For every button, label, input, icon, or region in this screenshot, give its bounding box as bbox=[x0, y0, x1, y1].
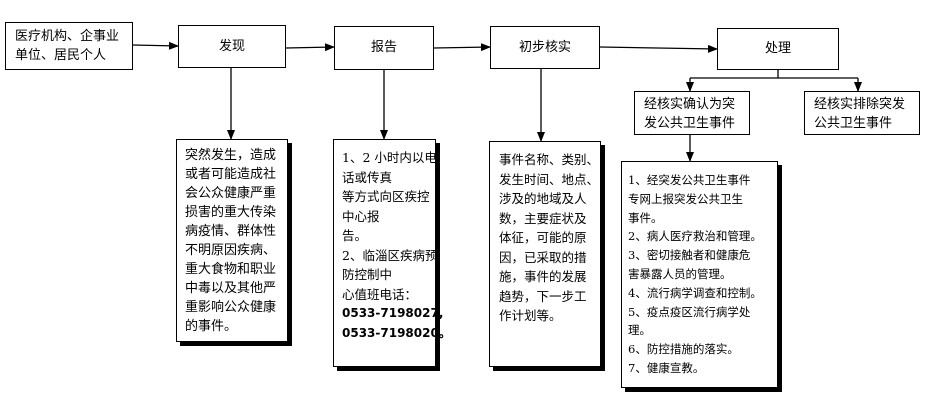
detail-discover: 突然发生，造成 或者可能造成社 会公众健康严重 损害的重大传染 病疫情、群体性 … bbox=[176, 139, 288, 342]
arrow-source-to-discover bbox=[132, 41, 179, 50]
node-confirmed: 经核实确认为突 发公共卫生事件 bbox=[634, 91, 750, 135]
detail-report-line-2: 话或传真 bbox=[342, 169, 393, 185]
detail-verify-line-8: 趋势，下一步工 bbox=[499, 288, 587, 304]
detail-discover-line-6: 不明原因疾病、 bbox=[185, 243, 277, 258]
node-excluded-line-2: 公共卫生事件 bbox=[814, 116, 893, 131]
detail-verify-line-7: 施，事件的发展 bbox=[499, 269, 587, 284]
detail-report-line-1: 1、2 小时内以电 bbox=[342, 150, 437, 165]
detail-verify-line-9: 作计划等。 bbox=[499, 308, 562, 323]
detail-handle-line-5: 3、密切接触者和健康危 bbox=[628, 248, 751, 263]
detail-verify-line-1: 事件名称、类别、 bbox=[499, 152, 600, 167]
detail-report: 1、2 小时内以电 话或传真 等方式向区疾控 中心报 告。 2、临淄区疾病预 防… bbox=[333, 139, 451, 367]
detail-report-line-5: 告。 bbox=[342, 228, 368, 243]
node-confirmed-line-2: 发公共卫生事件 bbox=[644, 116, 736, 131]
detail-report-phone-1: 0533-7198027, bbox=[342, 306, 444, 320]
node-source: 医疗机构、企事业 单位、居民个人 bbox=[5, 22, 133, 70]
detail-handle-line-3: 事件。 bbox=[628, 210, 663, 225]
detail-verify-line-4: 数，主要症状及 bbox=[499, 210, 587, 226]
detail-discover-line-2: 或者可能造成社 bbox=[185, 167, 277, 182]
arrow-discover-to-report bbox=[285, 43, 335, 52]
node-excluded-line-1: 经核实排除突发 bbox=[814, 97, 906, 112]
detail-report-line-6: 2、临淄区疾病预 bbox=[342, 247, 438, 263]
detail-handle-line-10: 6、防控措施的落实。 bbox=[628, 342, 739, 357]
detail-handle-line-4: 2、病人医疗救治和管理。 bbox=[628, 229, 762, 244]
detail-discover-line-7: 重大食物和职业 bbox=[185, 262, 277, 277]
detail-discover-line-5: 病疫情、群体性 bbox=[185, 224, 277, 239]
detail-verify-line-5: 体征，可能的原 bbox=[499, 230, 587, 245]
detail-discover-line-9: 重影响公众健康 bbox=[185, 300, 277, 315]
node-report: 报告 bbox=[334, 26, 434, 70]
detail-verify-line-2: 发生时间、地点、 bbox=[499, 171, 600, 187]
detail-verify-line-3: 涉及的地域及人 bbox=[499, 191, 587, 206]
detail-discover-line-10: 的事件。 bbox=[185, 319, 238, 334]
detail-report-phone-2: 0533-7198020。 bbox=[342, 325, 451, 340]
arrow-verify-to-handle bbox=[599, 44, 718, 53]
detail-report-line-8: 心值班电话： bbox=[342, 286, 418, 302]
node-handle: 处理 bbox=[717, 28, 839, 70]
node-handle-label: 处理 bbox=[764, 41, 791, 56]
detail-report-line-3: 等方式向区疾控 bbox=[342, 189, 430, 204]
node-confirmed-line-1: 经核实确认为突 bbox=[644, 97, 736, 112]
node-report-label: 报告 bbox=[370, 40, 397, 55]
node-discover-label: 发现 bbox=[218, 38, 245, 54]
detail-discover-line-1: 突然发生，造成 bbox=[185, 148, 277, 163]
detail-handle-line-11: 7、健康宣教。 bbox=[628, 360, 705, 375]
detail-verify: 事件名称、类别、 发生时间、地点、 涉及的地域及人 数，主要症状及 体征，可能的… bbox=[489, 141, 601, 367]
detail-handle-line-1: 1、经突发公共卫生事件 bbox=[628, 173, 751, 187]
detail-discover-line-4: 损害的重大传染 bbox=[185, 205, 277, 220]
detail-verify-line-6: 因，已采取的措 bbox=[499, 249, 587, 265]
detail-handle: 1、经突发公共卫生事件 专网上报突发公共卫生 事件。 2、病人医疗救治和管理。 … bbox=[621, 161, 778, 388]
node-excluded: 经核实排除突发 公共卫生事件 bbox=[804, 91, 920, 135]
node-discover: 发现 bbox=[178, 25, 286, 68]
detail-report-line-7: 防控制中 bbox=[342, 267, 393, 282]
node-source-line-1: 医疗机构、企事业 bbox=[15, 29, 120, 44]
arrow-report-to-verify bbox=[433, 43, 491, 52]
node-verify: 初步核实 bbox=[490, 26, 600, 69]
detail-handle-line-2: 专网上报突发公共卫生 bbox=[628, 191, 743, 206]
node-verify-label: 初步核实 bbox=[518, 39, 571, 55]
detail-handle-line-6: 害暴露人员的管理。 bbox=[628, 266, 732, 281]
detail-report-line-4: 中心报 bbox=[342, 208, 380, 224]
node-source-line-2: 单位、居民个人 bbox=[15, 48, 107, 63]
detail-handle-line-7: 4、流行病学调查和控制。 bbox=[628, 285, 762, 300]
detail-handle-line-8: 5、疫点疫区流行病学处 bbox=[628, 304, 751, 319]
detail-handle-line-9: 理。 bbox=[628, 323, 651, 338]
detail-discover-line-8: 中毒以及其他严 bbox=[185, 281, 277, 296]
detail-discover-line-3: 会公众健康严重 bbox=[185, 186, 277, 201]
